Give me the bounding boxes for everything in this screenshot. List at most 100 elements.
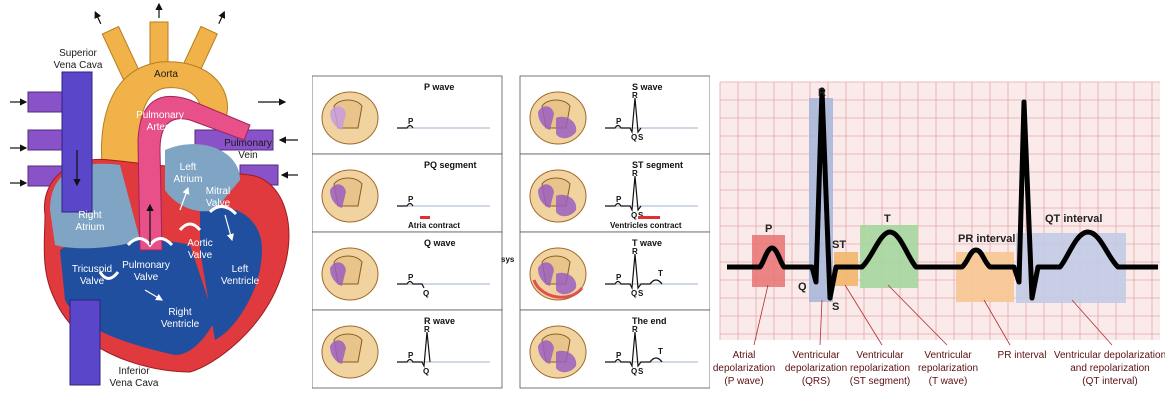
step-wave-label: Q <box>423 289 429 298</box>
step-wave-label: S <box>638 367 644 376</box>
step-heart-thumbnail <box>322 326 378 378</box>
middle-text: sys <box>501 255 515 264</box>
step-heart-thumbnail <box>530 248 586 300</box>
inferior-vena-cava-shape <box>70 300 100 385</box>
label-pulmonary-artery-1: Pulmonary <box>136 110 184 121</box>
step-wave-label: P <box>408 195 414 204</box>
step-wave-label: T <box>658 269 663 278</box>
step-wave-label: R <box>632 169 638 178</box>
ecg-svg: P R Q S ST T PR interval QT interval Atr… <box>712 0 1165 396</box>
label-inferior-vena-cava-2: Vena Cava <box>110 378 159 389</box>
label-st: ST <box>832 239 846 251</box>
step-cell-right-2: T waveRPTQS <box>520 232 710 310</box>
ecg-bottom-label-line: (T wave) <box>929 376 968 387</box>
label-mitral-valve-2: Valve <box>206 198 231 209</box>
ecg-bottom-label-line: and repolarization <box>1070 363 1150 374</box>
label-left-atrium-1: Left <box>180 162 197 173</box>
heart-svg: Superior Vena Cava Aorta Pulmonary Arter… <box>0 0 305 396</box>
heart-anatomy-diagram: Superior Vena Cava Aorta Pulmonary Arter… <box>0 0 305 396</box>
step-wave-label: Q <box>423 367 429 376</box>
label-left-ventricle-2: Ventricle <box>221 276 260 287</box>
step-heart-thumbnail <box>322 92 378 144</box>
step-cell-left-3: R waveRPQ <box>312 310 502 388</box>
label-pulmonary-artery-2: Artery <box>147 122 174 133</box>
step-wave-label: R <box>632 91 638 100</box>
label-tricuspid-valve-2: Valve <box>80 276 105 287</box>
label-aortic-valve-2: Valve <box>188 250 213 261</box>
superior-vena-cava-shape <box>62 72 92 212</box>
label-s: S <box>832 301 839 313</box>
step-title: ST segment <box>632 160 683 170</box>
ecg-bottom-label-line: repolarization <box>850 363 910 374</box>
ecg-bottom-label-line: (P wave) <box>724 376 763 387</box>
ecg-bottom-label-line: (QRS) <box>802 376 830 387</box>
step-title: P wave <box>424 82 454 92</box>
label-pr-interval: PR interval <box>958 233 1015 245</box>
label-pulmonary-valve-2: Valve <box>134 272 159 283</box>
step-caption-bar <box>420 216 430 219</box>
ecg-bottom-label-line: Ventricular depolarization <box>1054 350 1165 361</box>
step-heart-thumbnail <box>322 170 378 222</box>
ecg-bottom-label-line: Ventricular <box>792 350 840 361</box>
ecg-bottom-label-line: Atrial <box>733 350 756 361</box>
ecg-bottom-label-line: PR interval <box>998 350 1047 361</box>
label-pulmonary-vein-1: Pulmonary <box>224 138 272 149</box>
label-superior-vena-cava-1: Superior <box>59 48 97 59</box>
label-right-ventricle-1: Right <box>168 307 192 318</box>
step-wave-label: R <box>632 325 638 334</box>
step-wave-label: P <box>408 117 414 126</box>
step-title: Q wave <box>424 238 456 248</box>
step-wave-label: P <box>616 273 622 282</box>
step-wave-label: P <box>616 351 622 360</box>
step-wave-label: P <box>408 351 414 360</box>
step-wave-label: Q <box>631 211 637 220</box>
ecg-bottom-labels: Atrial depolarization (P wave) Ventricular d… <box>713 350 1165 387</box>
step-heart-thumbnail <box>530 170 586 222</box>
step-wave-label: P <box>408 273 414 282</box>
step-caption: Atria contract <box>408 221 460 230</box>
step-wave-label: Q <box>631 289 637 298</box>
step-heart-thumbnail <box>530 326 586 378</box>
label-inferior-vena-cava-1: Inferior <box>118 366 150 377</box>
label-superior-vena-cava-2: Vena Cava <box>54 60 103 71</box>
label-mitral-valve-1: Mitral <box>206 186 230 197</box>
step-caption-bar <box>638 216 660 219</box>
label-right-atrium-2: Atrium <box>76 222 105 233</box>
step-wave-label: P <box>616 117 622 126</box>
step-wave-label: R <box>424 325 430 334</box>
step-wave-label: R <box>632 247 638 256</box>
label-right-ventricle-2: Ventricle <box>161 319 200 330</box>
step-wave-label: T <box>658 347 663 356</box>
label-left-ventricle-1: Left <box>232 264 249 275</box>
label-r: R <box>818 87 826 99</box>
step-wave-label: Q <box>631 367 637 376</box>
step-wave-label: P <box>616 195 622 204</box>
ecg-bottom-label-line: depolarization <box>713 363 775 374</box>
step-heart-thumbnail <box>530 92 586 144</box>
label-tricuspid-valve-1: Tricuspid <box>72 264 112 275</box>
label-left-atrium-2: Atrium <box>174 174 203 185</box>
ecg-bottom-label-line: depolarization <box>785 363 847 374</box>
label-pulmonary-vein-2: Vein <box>238 150 257 161</box>
ecg-bottom-label-line: repolarization <box>918 363 978 374</box>
ecg-bottom-label-line: (QT interval) <box>1082 376 1137 387</box>
label-aortic-valve-1: Aortic <box>187 238 213 249</box>
ecg-bottom-label-line: Ventricular <box>856 350 904 361</box>
step-wave-label: S <box>638 289 644 298</box>
label-t: T <box>884 213 891 225</box>
label-pulmonary-valve-1: Pulmonary <box>122 260 170 271</box>
step-cell-left-2: Q wavePQ <box>312 232 502 310</box>
step-title: PQ segment <box>424 160 477 170</box>
ecg-diagram: P R Q S ST T PR interval QT interval Atr… <box>712 0 1165 396</box>
label-qt-interval: QT interval <box>1045 213 1102 225</box>
step-wave-label: S <box>638 133 644 142</box>
label-p: P <box>765 223 772 235</box>
step-heart-thumbnail <box>322 248 378 300</box>
step-caption: Ventricles contract <box>610 221 682 230</box>
